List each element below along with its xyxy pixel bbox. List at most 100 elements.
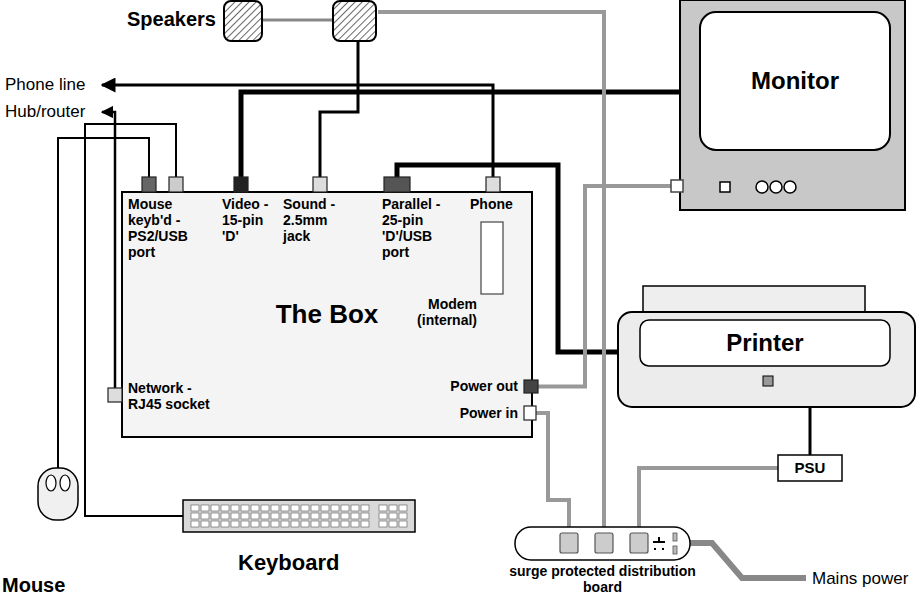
key bbox=[321, 505, 329, 511]
printer-paper bbox=[643, 286, 865, 314]
key bbox=[351, 505, 359, 511]
key bbox=[261, 513, 269, 519]
key bbox=[361, 505, 369, 511]
socket-symbol bbox=[653, 537, 665, 549]
mouse-button bbox=[46, 475, 56, 491]
key bbox=[241, 521, 249, 527]
key bbox=[271, 521, 279, 527]
power-in-port: Power in bbox=[524, 406, 536, 420]
keyboard-box: Keyboard bbox=[183, 500, 415, 532]
monitor-box: Monitor bbox=[680, 0, 905, 210]
node-text: Printer bbox=[640, 320, 890, 366]
keyboard-box-drawing bbox=[183, 500, 415, 532]
node-text: Power in bbox=[438, 405, 518, 421]
port-socket bbox=[142, 177, 156, 192]
box-outline bbox=[122, 192, 532, 437]
keyboard-outline bbox=[183, 500, 415, 532]
connector-wire bbox=[809, 407, 812, 455]
key bbox=[231, 521, 239, 527]
port-socket bbox=[234, 177, 248, 192]
monitor-button bbox=[720, 182, 730, 192]
key bbox=[281, 505, 289, 511]
node-text: Parallel - 25-pin 'D'/USB port bbox=[382, 196, 460, 260]
key bbox=[399, 513, 407, 519]
sound-port: Sound - 2.5mm jack bbox=[313, 177, 327, 192]
node-text: Video - 15-pin 'D' bbox=[222, 196, 280, 244]
parallel-port: Parallel - 25-pin 'D'/USB port bbox=[384, 177, 410, 192]
speaker-cable bbox=[262, 19, 333, 22]
monitor-box-drawing bbox=[680, 0, 905, 210]
power-out-port-drawing bbox=[524, 380, 538, 393]
node-text: Phone bbox=[470, 196, 530, 212]
phone-port: Phone bbox=[486, 177, 500, 192]
key bbox=[331, 513, 339, 519]
speaker-symbol bbox=[333, 1, 376, 41]
board-socket bbox=[560, 533, 578, 553]
node-text: Keyboard bbox=[238, 550, 368, 575]
key bbox=[231, 513, 239, 519]
phone-port-drawing bbox=[486, 177, 500, 192]
mouse-device-drawing bbox=[38, 468, 78, 520]
wire-destination: Hub/router bbox=[5, 102, 85, 122]
board-socket bbox=[595, 533, 613, 553]
key bbox=[351, 521, 359, 527]
key bbox=[221, 513, 229, 519]
sound-port-drawing bbox=[313, 177, 327, 192]
key bbox=[211, 513, 219, 519]
key bbox=[341, 505, 349, 511]
printer-panel bbox=[640, 320, 890, 366]
printer-box-drawing bbox=[618, 312, 915, 407]
speaker-pair-drawing bbox=[222, 0, 378, 42]
key bbox=[311, 513, 319, 519]
video-port-drawing bbox=[234, 177, 248, 192]
mouse-device: Mouse bbox=[38, 468, 78, 520]
key bbox=[361, 521, 369, 527]
key bbox=[271, 505, 279, 511]
key bbox=[261, 505, 269, 511]
computer-box: The BoxMouse keyb'd - PS2/USB portVideo … bbox=[122, 192, 532, 437]
key bbox=[351, 513, 359, 519]
key bbox=[291, 513, 299, 519]
key bbox=[379, 513, 387, 519]
distribution-board-drawing bbox=[515, 527, 690, 560]
port-socket bbox=[169, 177, 183, 192]
node-text: Mouse keyb'd - PS2/USB port bbox=[128, 196, 202, 260]
key bbox=[291, 505, 299, 511]
key bbox=[201, 505, 209, 511]
key bbox=[281, 513, 289, 519]
key bbox=[311, 521, 319, 527]
key bbox=[389, 513, 397, 519]
connector-wire bbox=[536, 413, 569, 527]
mouse-keyboard-port: Mouse keyb'd - PS2/USB port bbox=[142, 177, 183, 192]
key bbox=[389, 521, 397, 527]
board-outline bbox=[515, 527, 690, 560]
key bbox=[301, 505, 309, 511]
monitor-knob bbox=[770, 181, 782, 193]
key bbox=[221, 521, 229, 527]
video-port: Video - 15-pin 'D' bbox=[234, 177, 248, 192]
node-text: Monitor bbox=[700, 12, 890, 150]
key bbox=[321, 513, 329, 519]
key bbox=[331, 505, 339, 511]
key bbox=[331, 521, 339, 527]
modem-card: Modem (internal) bbox=[481, 222, 503, 294]
key bbox=[389, 505, 397, 511]
node-text: surge protected distribution board bbox=[505, 563, 700, 595]
monitor-case bbox=[680, 0, 905, 210]
port-socket bbox=[524, 380, 538, 393]
port-socket bbox=[313, 177, 327, 192]
key bbox=[221, 505, 229, 511]
key bbox=[191, 521, 199, 527]
key bbox=[251, 521, 259, 527]
key bbox=[201, 513, 209, 519]
key bbox=[211, 521, 219, 527]
key bbox=[301, 521, 309, 527]
key bbox=[341, 513, 349, 519]
network-port: Network - RJ45 socket bbox=[108, 388, 122, 402]
psu-outline bbox=[778, 455, 842, 481]
board-switch bbox=[673, 546, 677, 554]
wire-destination: Phone line bbox=[5, 75, 85, 95]
node-text: Modem (internal) bbox=[403, 296, 477, 328]
key bbox=[251, 505, 259, 511]
